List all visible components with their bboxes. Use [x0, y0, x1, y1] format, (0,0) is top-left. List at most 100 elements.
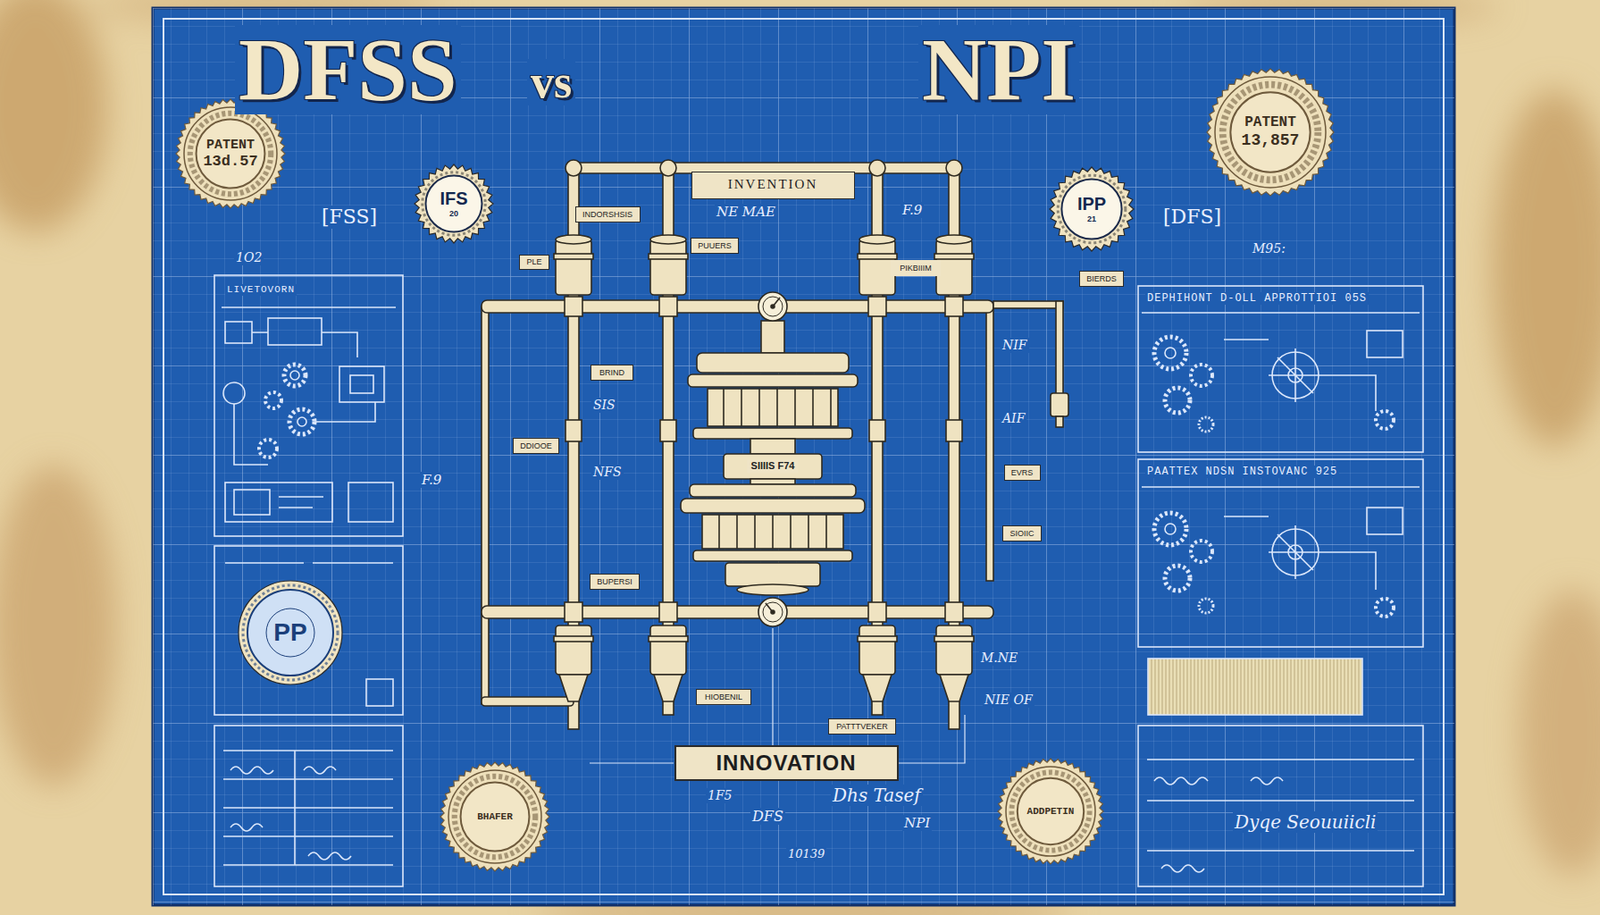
patent-seal: ADDPETIN	[996, 757, 1105, 865]
seal-outline	[1005, 766, 1096, 856]
left-panels	[290, 370, 300, 380]
part-label-box: HIOBENIL	[695, 688, 752, 705]
node-text: INDORSHSIS	[582, 209, 633, 219]
central-stack	[761, 320, 785, 353]
right-panels	[1366, 507, 1403, 535]
machine-illustration	[869, 159, 886, 176]
cylinder	[659, 296, 678, 317]
right-panels	[1138, 725, 1424, 887]
right-panels	[1138, 285, 1424, 453]
machine-illustration	[481, 605, 994, 619]
seal-outline	[247, 589, 334, 676]
text-stack: PLE	[519, 255, 549, 269]
seal-outline	[190, 113, 271, 194]
node-text: PATTTVEKER	[836, 721, 888, 731]
left-panels	[214, 275, 403, 887]
cylinder	[859, 234, 896, 244]
left-panels	[339, 366, 385, 403]
cylinder	[862, 674, 892, 702]
node-text: SIOIIC	[1009, 528, 1034, 538]
left-panels	[348, 482, 394, 522]
leader-line	[897, 714, 965, 763]
handwritten-note: M95:	[1250, 241, 1288, 257]
seal-outline	[422, 172, 486, 236]
part-label-box: INDORSHSIS	[575, 206, 641, 223]
right-panels	[1138, 459, 1424, 647]
title-word: NPI	[918, 25, 1080, 115]
leader-line	[771, 628, 773, 746]
cylinder	[934, 253, 974, 260]
handwritten-note: NE MAE	[714, 203, 778, 220]
node-text: BRIND	[599, 368, 625, 377]
central-stack	[689, 484, 856, 497]
machine-illustration	[946, 159, 963, 176]
right-panels	[1366, 330, 1403, 358]
right-panels	[1223, 339, 1376, 411]
part-label: PIKBIIIM	[890, 259, 941, 277]
machine-illustration	[986, 306, 994, 581]
text-stack: PATENT13d.57	[175, 98, 286, 210]
machine-illustration	[660, 159, 677, 176]
leader-line	[589, 628, 965, 763]
seal-outline	[1057, 175, 1126, 243]
right-panels	[1141, 485, 1420, 488]
right-panels	[1198, 417, 1214, 432]
seal-outline	[1049, 167, 1134, 252]
seal-outline	[196, 119, 266, 189]
seal-outline	[1230, 92, 1310, 172]
node-text: 21	[1087, 214, 1097, 224]
seal-outline	[997, 758, 1104, 864]
seal-outline	[414, 164, 494, 243]
right-panels	[1154, 336, 1187, 369]
text-stack: EVRS	[1005, 465, 1040, 480]
seal-outline	[1017, 778, 1084, 845]
machine-illustration	[565, 159, 582, 176]
node-text: BIERDS	[1086, 274, 1117, 284]
right-panels	[1190, 364, 1213, 386]
text-stack: HIOBENIL	[696, 689, 751, 704]
text-stack: IPP21	[1048, 166, 1135, 252]
seal-outline	[1061, 178, 1122, 239]
text-stack: PATENT13,857	[1206, 67, 1335, 197]
node-text: IFS	[439, 188, 468, 210]
node-text: 13,857	[1241, 131, 1300, 151]
seal-outline	[1011, 771, 1090, 850]
handwritten-note: NIE OF	[982, 692, 1035, 708]
right-panels	[1375, 598, 1394, 617]
left-panels	[297, 417, 307, 427]
pressure-gauge	[770, 610, 775, 614]
right-panels	[1223, 516, 1376, 590]
node-text: EVRS	[1011, 468, 1034, 478]
cylinder	[650, 234, 687, 244]
node-text: PATENT	[1244, 114, 1297, 131]
left-panels	[223, 382, 245, 404]
badge-seal: IPP21	[1048, 166, 1135, 252]
right-panels	[1164, 523, 1176, 535]
node-text: PATENT	[206, 137, 255, 153]
pressure-gauge	[758, 597, 788, 627]
left-panels	[366, 678, 394, 706]
handwritten-note: F.9	[419, 471, 444, 488]
cylinder	[648, 636, 688, 642]
cylinder	[859, 625, 896, 675]
cylinder	[648, 253, 688, 260]
handwritten-note: M.NE	[979, 650, 1020, 666]
machine-illustration	[1050, 393, 1069, 417]
left-panels	[265, 392, 282, 409]
part-label-box: DDIOOE	[512, 437, 560, 454]
node-text: BHAFER	[477, 811, 513, 823]
seal-outline	[440, 762, 550, 872]
blueprint-panel	[163, 18, 1444, 895]
stamp-seal: PP	[236, 578, 344, 687]
part-label-box: INVENTION	[691, 171, 855, 200]
text-stack: INDORSHSIS	[576, 207, 640, 222]
node-text: PIKBIIIM	[899, 263, 932, 273]
central-stack	[719, 514, 827, 549]
paper-stain	[0, 0, 108, 233]
panel-tag: [DFS]	[1161, 205, 1224, 229]
node-text: 13d.57	[202, 152, 258, 171]
handwritten-note: SIS	[591, 397, 618, 413]
